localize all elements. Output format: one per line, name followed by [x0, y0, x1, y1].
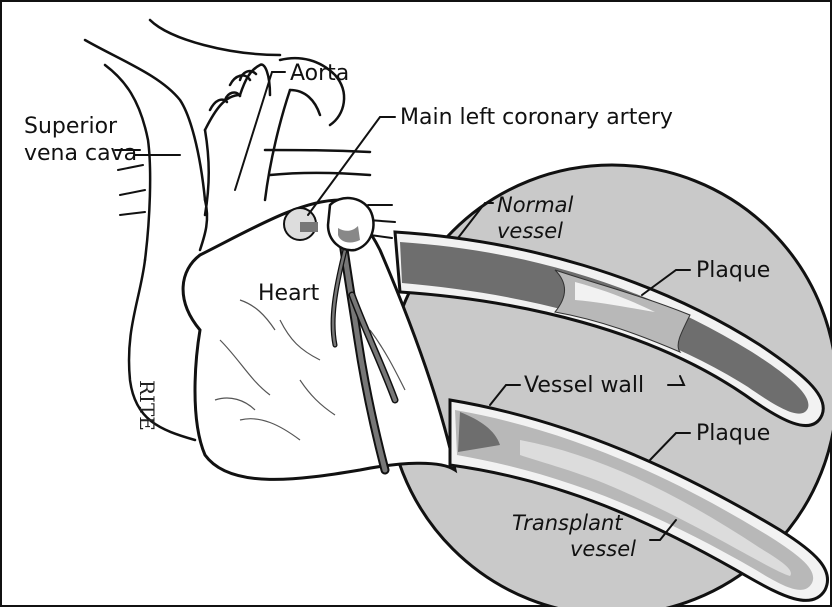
label-vessel-wall: Vessel wall — [524, 373, 644, 398]
coronary-origin-fill — [300, 222, 318, 232]
label-normal-vessel-1: Normal — [497, 193, 574, 217]
label-main-left-coronary-artery: Main left coronary artery — [400, 105, 673, 130]
label-plaque-lower: Plaque — [696, 421, 770, 446]
label-transplant-vessel-1: Transplant — [512, 511, 623, 535]
label-aorta: Aorta — [290, 61, 349, 86]
label-transplant-vessel-2: vessel — [570, 537, 636, 561]
label-normal-vessel-2: vessel — [497, 219, 563, 243]
artist-signature: RITE — [135, 380, 159, 431]
label-heart: Heart — [258, 281, 320, 306]
label-plaque-upper: Plaque — [696, 258, 770, 283]
label-superior-vena-cava-2: vena cava — [24, 141, 137, 166]
label-superior-vena-cava-1: Superior — [24, 114, 118, 139]
